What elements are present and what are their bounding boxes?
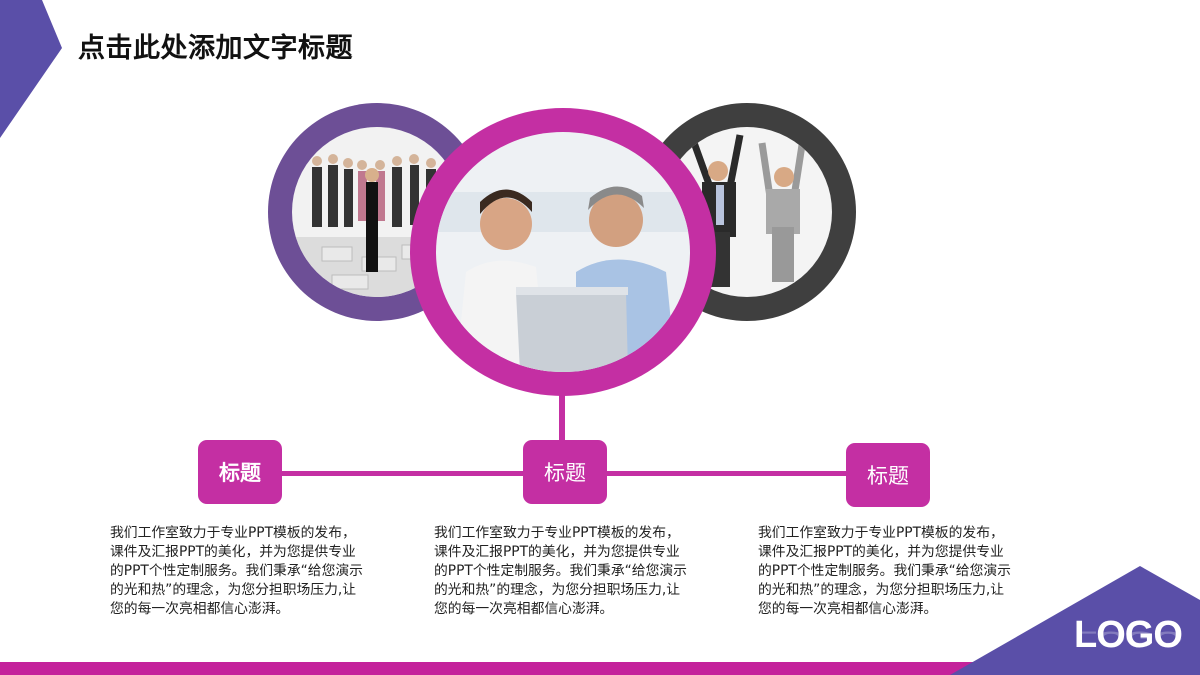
item-description-3: 我们工作室致力于专业PPT模板的发布，课件及汇报PPT的美化，并为您提供专业的P…	[758, 525, 1011, 617]
page-title: 点击此处添加文字标题	[78, 33, 353, 64]
connector-vertical-line	[559, 394, 565, 444]
item-title-box-2[interactable]: 标题	[523, 440, 607, 504]
corner-triangle-decoration	[0, 0, 62, 138]
item-title-box-1[interactable]: 标题	[198, 440, 282, 504]
logo-reflection: LOGO	[1074, 627, 1182, 648]
logo: LOGO	[1074, 614, 1183, 656]
photo-ring-center	[410, 108, 716, 396]
item-title-box-3[interactable]: 标题	[846, 443, 930, 507]
item-description-2: 我们工作室致力于专业PPT模板的发布，课件及汇报PPT的美化，并为您提供专业的P…	[434, 525, 687, 617]
bottom-accent-bar	[0, 662, 1000, 675]
two-men-laptop-photo	[436, 132, 690, 372]
jumping-business-people-photo	[662, 127, 832, 297]
corner-triangle-decoration-bottom	[950, 566, 1200, 675]
item-description-1: 我们工作室致力于专业PPT模板的发布，课件及汇报PPT的美化，并为您提供专业的P…	[110, 525, 363, 617]
